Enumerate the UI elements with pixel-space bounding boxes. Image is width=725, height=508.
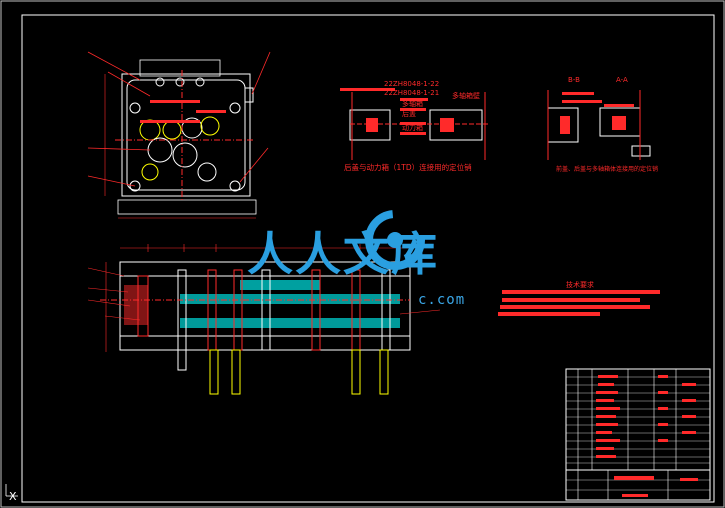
ucs-axis-icon bbox=[5, 484, 18, 497]
section-view-dims bbox=[87, 244, 441, 352]
part-code-2: 22ZH8048-1-21 bbox=[384, 89, 440, 97]
drawing-frame bbox=[21, 14, 715, 503]
front-view-housing bbox=[115, 59, 257, 215]
part-code-1: 22ZH8048-1-22 bbox=[384, 80, 440, 88]
front-view-leaders bbox=[87, 51, 271, 187]
watermark-text: 人人文库 bbox=[247, 227, 439, 281]
caption-right: 前盖、后盖与多轴箱体连接用的定位销 bbox=[556, 166, 659, 173]
tech-req-title: 技术要求 bbox=[566, 281, 594, 289]
section-view-main bbox=[100, 261, 411, 395]
detail-view-right bbox=[547, 90, 651, 160]
caption-center: 后盖与动力箱（1TD）连接用的定位销 bbox=[344, 163, 472, 172]
detail-view-center bbox=[340, 88, 490, 160]
tech-requirements-text bbox=[498, 290, 660, 316]
section-label-left: B-B bbox=[568, 76, 580, 84]
front-view-dims bbox=[104, 74, 256, 219]
tag-pin: 多轴箱壁 bbox=[452, 92, 480, 100]
watermark-logo bbox=[365, 210, 425, 270]
section-label-right: A-A bbox=[616, 76, 628, 84]
cursor-x-mark: X bbox=[9, 490, 17, 503]
tag-cover: 后盖 bbox=[402, 110, 416, 118]
tag-body: 多轴箱 bbox=[402, 100, 423, 108]
tag-power: 动力箱 bbox=[402, 124, 423, 132]
watermark-url: c.com bbox=[418, 292, 466, 308]
title-block[interactable] bbox=[565, 368, 711, 501]
title-block-entries bbox=[596, 375, 698, 497]
